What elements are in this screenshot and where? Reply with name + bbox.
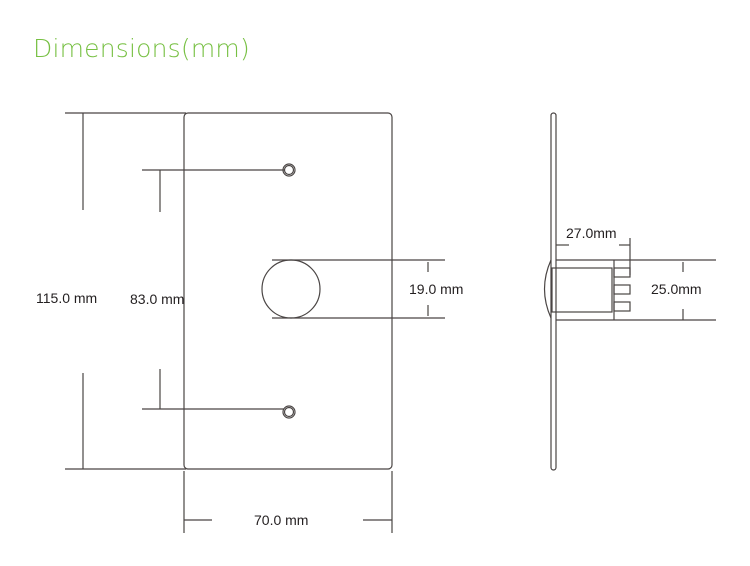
hole-spacing-label: 83.0 mm (130, 291, 185, 307)
front-plate (183, 112, 393, 470)
page-title: Dimensions(mm) (33, 34, 250, 63)
button-diameter-label: 19.0 mm (409, 281, 464, 297)
overall-height-label: 115.0 mm (36, 290, 98, 306)
body-height-label: 25.0mm (651, 281, 702, 297)
button-circle (261, 259, 321, 319)
width-label: 70.0 mm (254, 512, 309, 528)
side-plate (550, 112, 557, 471)
depth-label: 27.0mm (566, 225, 617, 241)
screw-hole-top (282, 163, 296, 177)
screw-hole-bottom (282, 405, 296, 419)
